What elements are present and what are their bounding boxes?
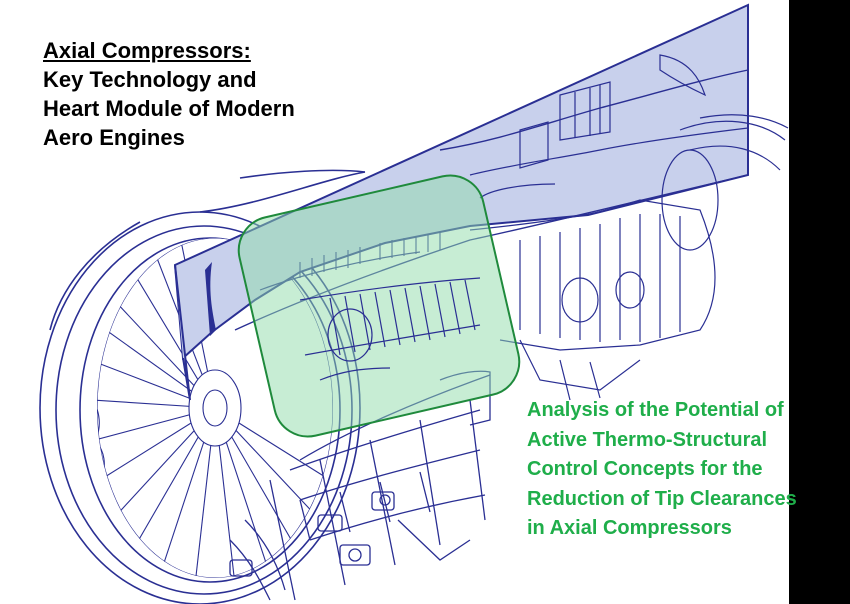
right-black-bar	[789, 0, 850, 604]
caption-line-4: Reduction of Tip Clearances	[527, 487, 797, 510]
title-line-3: Heart Module of Modern	[43, 96, 295, 121]
title-line-1: Axial Compressors:	[43, 38, 251, 63]
compressor-highlight	[237, 174, 521, 438]
caption-line-2: Active Thermo-Structural	[527, 428, 768, 451]
caption-line-1: Analysis of the Potential of	[527, 399, 784, 421]
title-line-4: Aero Engines	[43, 125, 185, 150]
caption-line-3: Control Concepts for the	[527, 458, 763, 480]
title-line-2: Key Technology and	[43, 67, 257, 92]
core-hardware	[469, 114, 789, 401]
compressor-stages	[299, 277, 481, 381]
green-caption: Analysis of the Potential of Active Ther…	[527, 396, 797, 544]
title-block: Axial Compressors: Key Technology and He…	[43, 36, 295, 152]
caption-line-5: in Axial Compressors	[527, 517, 732, 539]
